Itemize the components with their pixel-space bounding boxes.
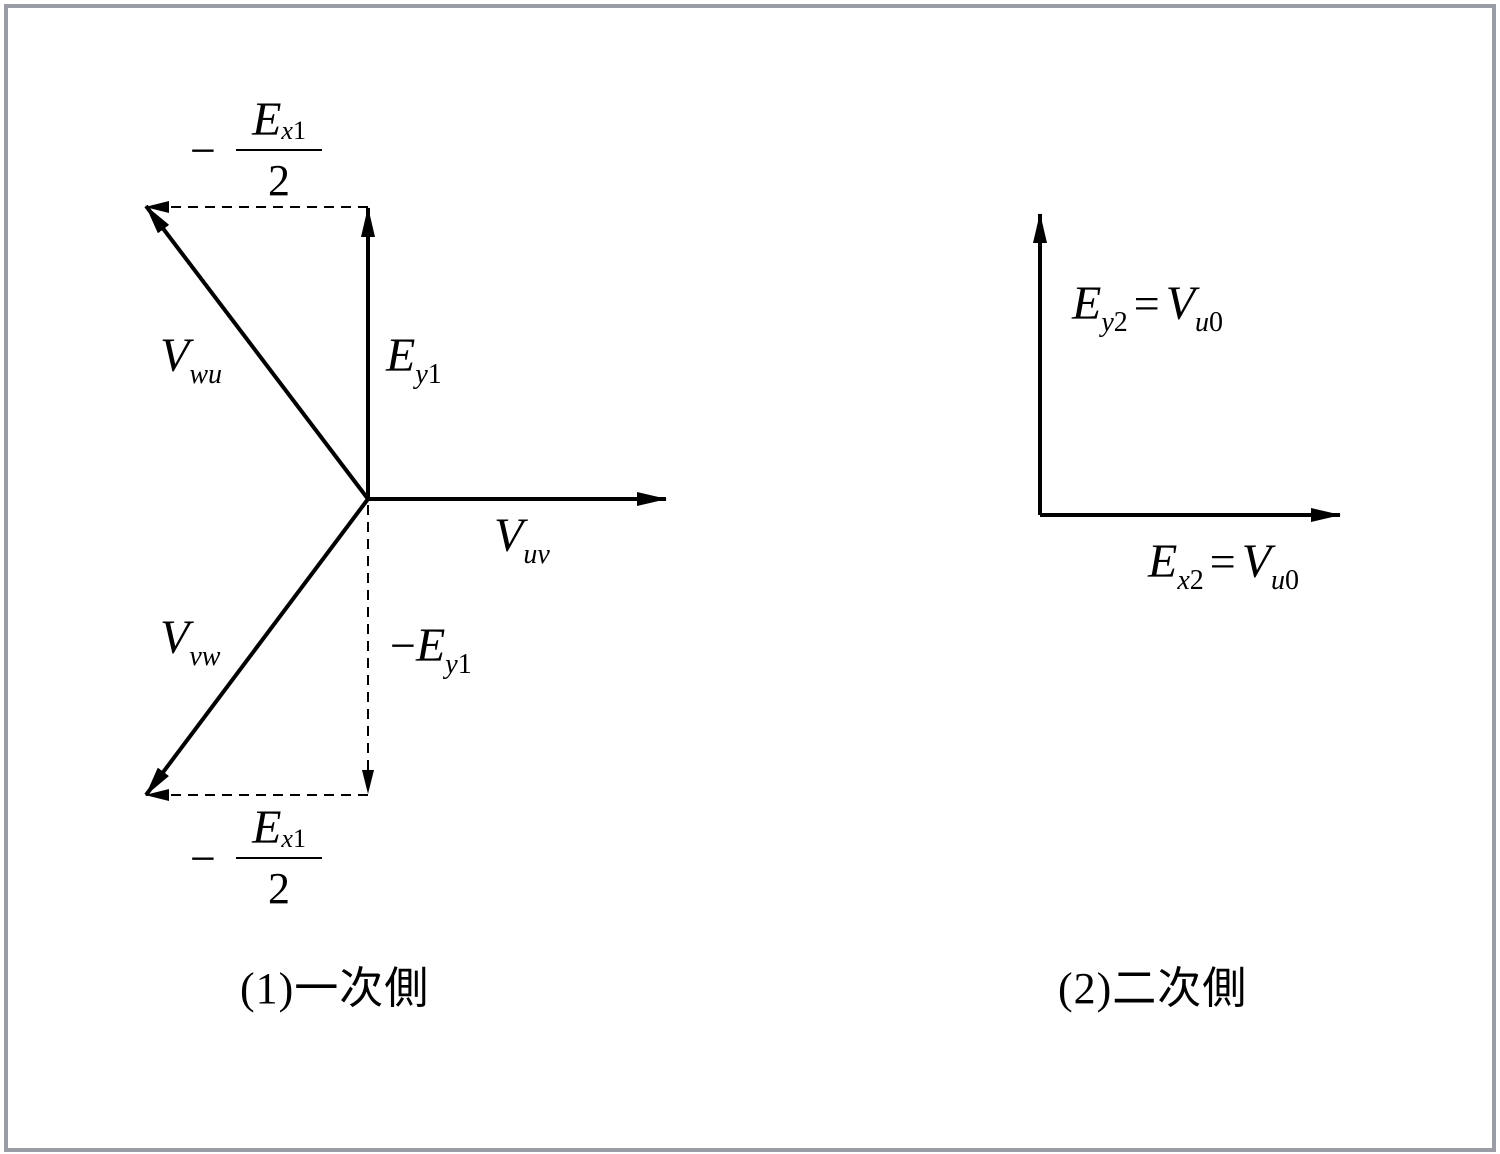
vector-vvw bbox=[144, 497, 370, 797]
frac-top: Ex1 2 bbox=[236, 92, 322, 206]
label-neg-ey1: −Ey1 bbox=[390, 619, 472, 680]
label-vwu: Vwu bbox=[160, 329, 223, 390]
frac-top-denominator: 2 bbox=[268, 156, 290, 205]
frac-bottom-denominator: 2 bbox=[268, 864, 290, 913]
caption-primary: (1)一次側 bbox=[240, 964, 430, 1013]
frac-top-minus: − bbox=[190, 125, 216, 176]
label-vvw: Vvw bbox=[160, 611, 221, 672]
frac-bottom: Ex1 2 bbox=[236, 800, 322, 914]
vector-vwu bbox=[144, 204, 370, 501]
frac-top-numerator: Ex1 bbox=[252, 93, 306, 146]
frac-top-bar bbox=[236, 149, 322, 151]
label-ey1: Ey1 bbox=[386, 329, 442, 390]
frac-bottom-numerator: Ex1 bbox=[252, 801, 306, 854]
label-ex2: Ex2=Vu0 bbox=[1148, 535, 1300, 596]
caption-secondary: (2)二次側 bbox=[1058, 964, 1248, 1013]
label-ey2: Ey2=Vu0 bbox=[1072, 277, 1224, 338]
frac-bottom-minus: − bbox=[190, 833, 216, 884]
label-vuv: Vuv bbox=[494, 509, 550, 570]
diagram-frame bbox=[4, 4, 1496, 1152]
frac-bottom-bar bbox=[236, 857, 322, 859]
